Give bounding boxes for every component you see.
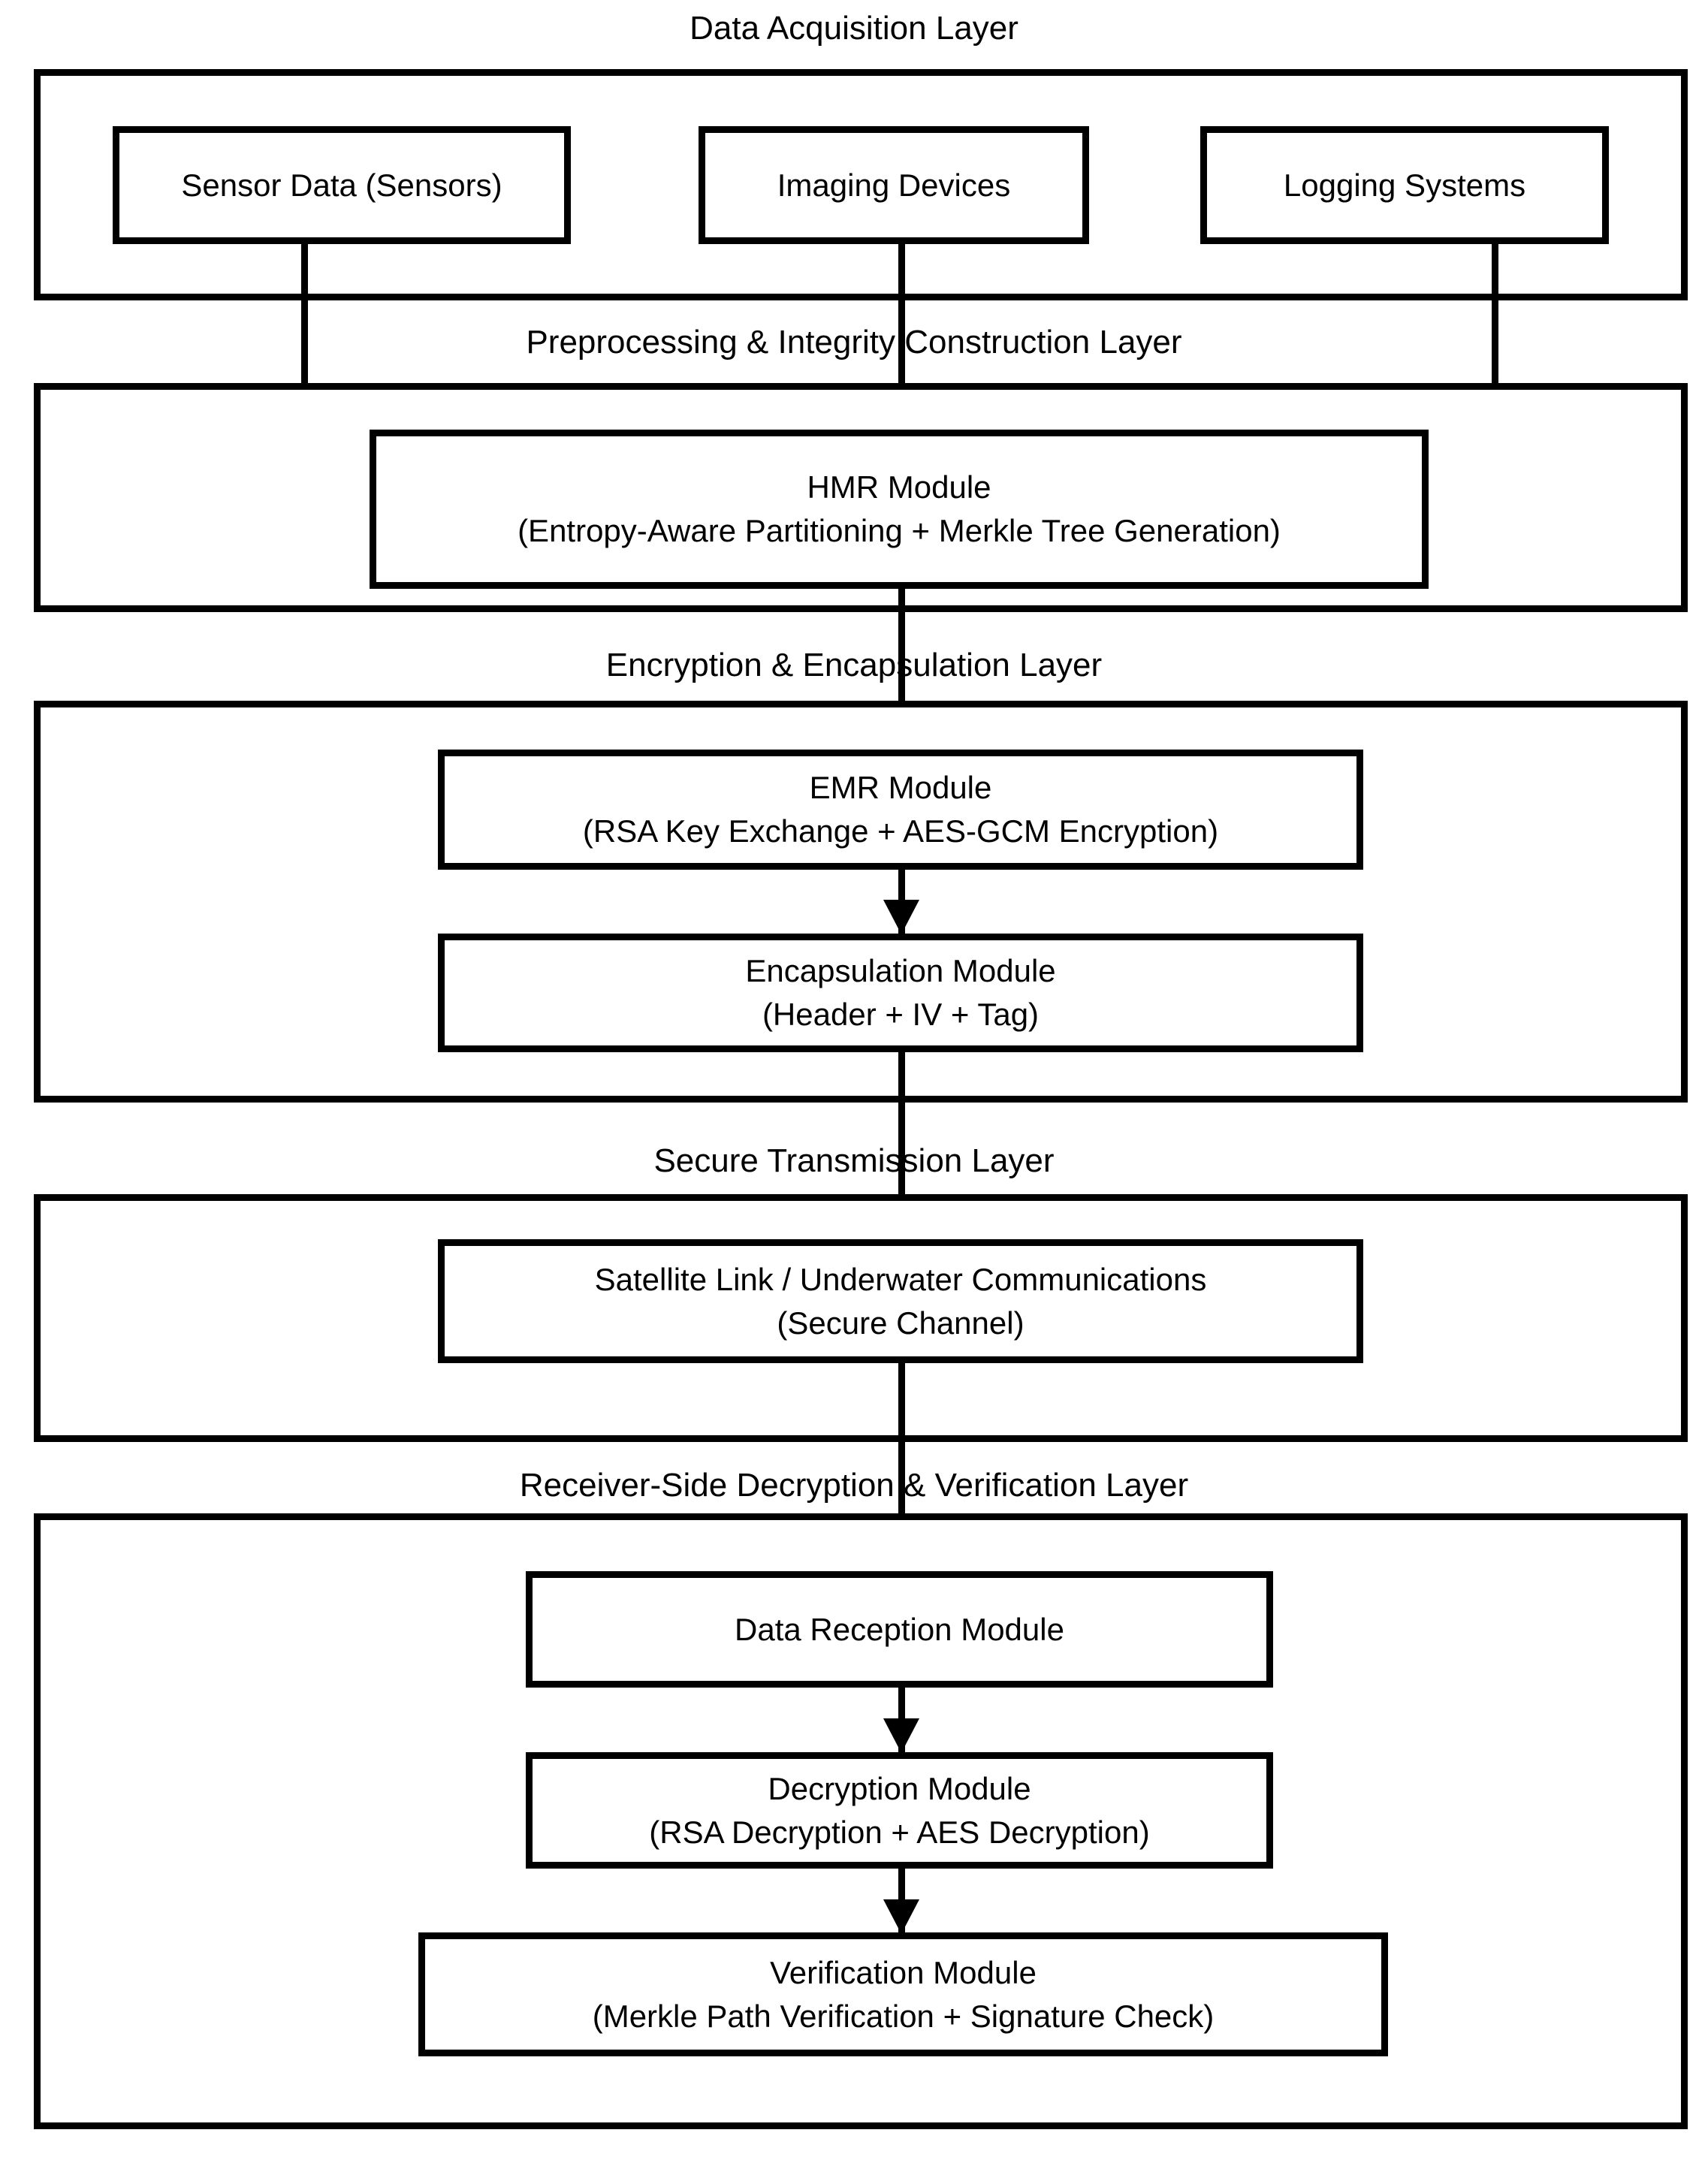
layer-caption-receiver-side-decryption: Receiver-Side Decryption & Verification … (519, 1467, 1189, 1504)
node-imaging-devices[interactable]: Imaging Devices (699, 126, 1089, 244)
node-hmr-module-line2: (Entropy-Aware Partitioning + Merkle Tre… (518, 513, 1281, 548)
edge-reception-to-decryption-arrowhead (883, 1718, 919, 1753)
node-satellite-link-line2: (Secure Channel) (777, 1305, 1024, 1341)
node-verification-module-line1: Verification Module (770, 1954, 1037, 1990)
node-verification-module-line2: (Merkle Path Verification + Signature Ch… (592, 1998, 1215, 2034)
node-sensor-data[interactable]: Sensor Data (Sensors) (113, 126, 571, 244)
node-satellite-link[interactable]: Satellite Link / Underwater Communicatio… (438, 1239, 1363, 1363)
node-verification-module[interactable]: Verification Module (Merkle Path Verific… (418, 1932, 1388, 2056)
node-hmr-module-line1: HMR Module (807, 469, 991, 505)
node-encapsulation-module-line2: (Header + IV + Tag) (762, 997, 1040, 1032)
node-sensor-data-line1: Sensor Data (Sensors) (181, 167, 502, 203)
edge-logging-to-hmr-vline (1492, 244, 1498, 514)
node-data-reception-module[interactable]: Data Reception Module (526, 1571, 1273, 1688)
node-data-reception-module-line1: Data Reception Module (735, 1611, 1064, 1647)
node-decryption-module-line2: (RSA Decryption + AES Decryption) (649, 1814, 1150, 1850)
node-satellite-link-line1: Satellite Link / Underwater Communicatio… (594, 1261, 1207, 1297)
layer-caption-data-acquisition: Data Acquisition Layer (690, 10, 1018, 47)
edge-satellite-to-reception-vline (898, 1363, 905, 1573)
node-encapsulation-module-line1: Encapsulation Module (745, 953, 1056, 988)
node-hmr-module[interactable]: HMR Module (Entropy-Aware Partitioning +… (370, 430, 1429, 589)
node-imaging-devices-line1: Imaging Devices (777, 167, 1011, 203)
edge-decryption-to-verification-arrowhead (883, 1899, 919, 1934)
node-logging-systems[interactable]: Logging Systems (1200, 126, 1609, 244)
node-encapsulation-module[interactable]: Encapsulation Module (Header + IV + Tag) (438, 934, 1363, 1052)
edge-hmr-to-emr-vline (898, 589, 905, 753)
node-emr-module-line1: EMR Module (809, 770, 992, 805)
edge-emr-to-encapsulation-arrowhead (883, 900, 919, 934)
edge-imaging-to-hmr-vline (898, 244, 905, 402)
node-decryption-module-line1: Decryption Module (768, 1770, 1031, 1806)
node-decryption-module[interactable]: Decryption Module (RSA Decryption + AES … (526, 1752, 1273, 1869)
node-logging-systems-line1: Logging Systems (1283, 167, 1526, 203)
layer-caption-preprocessing-integrity: Preprocessing & Integrity Construction L… (526, 324, 1182, 360)
edge-encapsulation-to-satellite-vline (898, 1052, 905, 1244)
edge-sensor-to-hmr-vline (301, 244, 308, 514)
layer-caption-secure-transmission: Secure Transmission Layer (653, 1142, 1055, 1179)
layer-caption-encryption-encapsulation: Encryption & Encapsulation Layer (605, 647, 1103, 683)
node-emr-module[interactable]: EMR Module (RSA Key Exchange + AES-GCM E… (438, 750, 1363, 870)
node-emr-module-line2: (RSA Key Exchange + AES-GCM Encryption) (582, 813, 1219, 849)
